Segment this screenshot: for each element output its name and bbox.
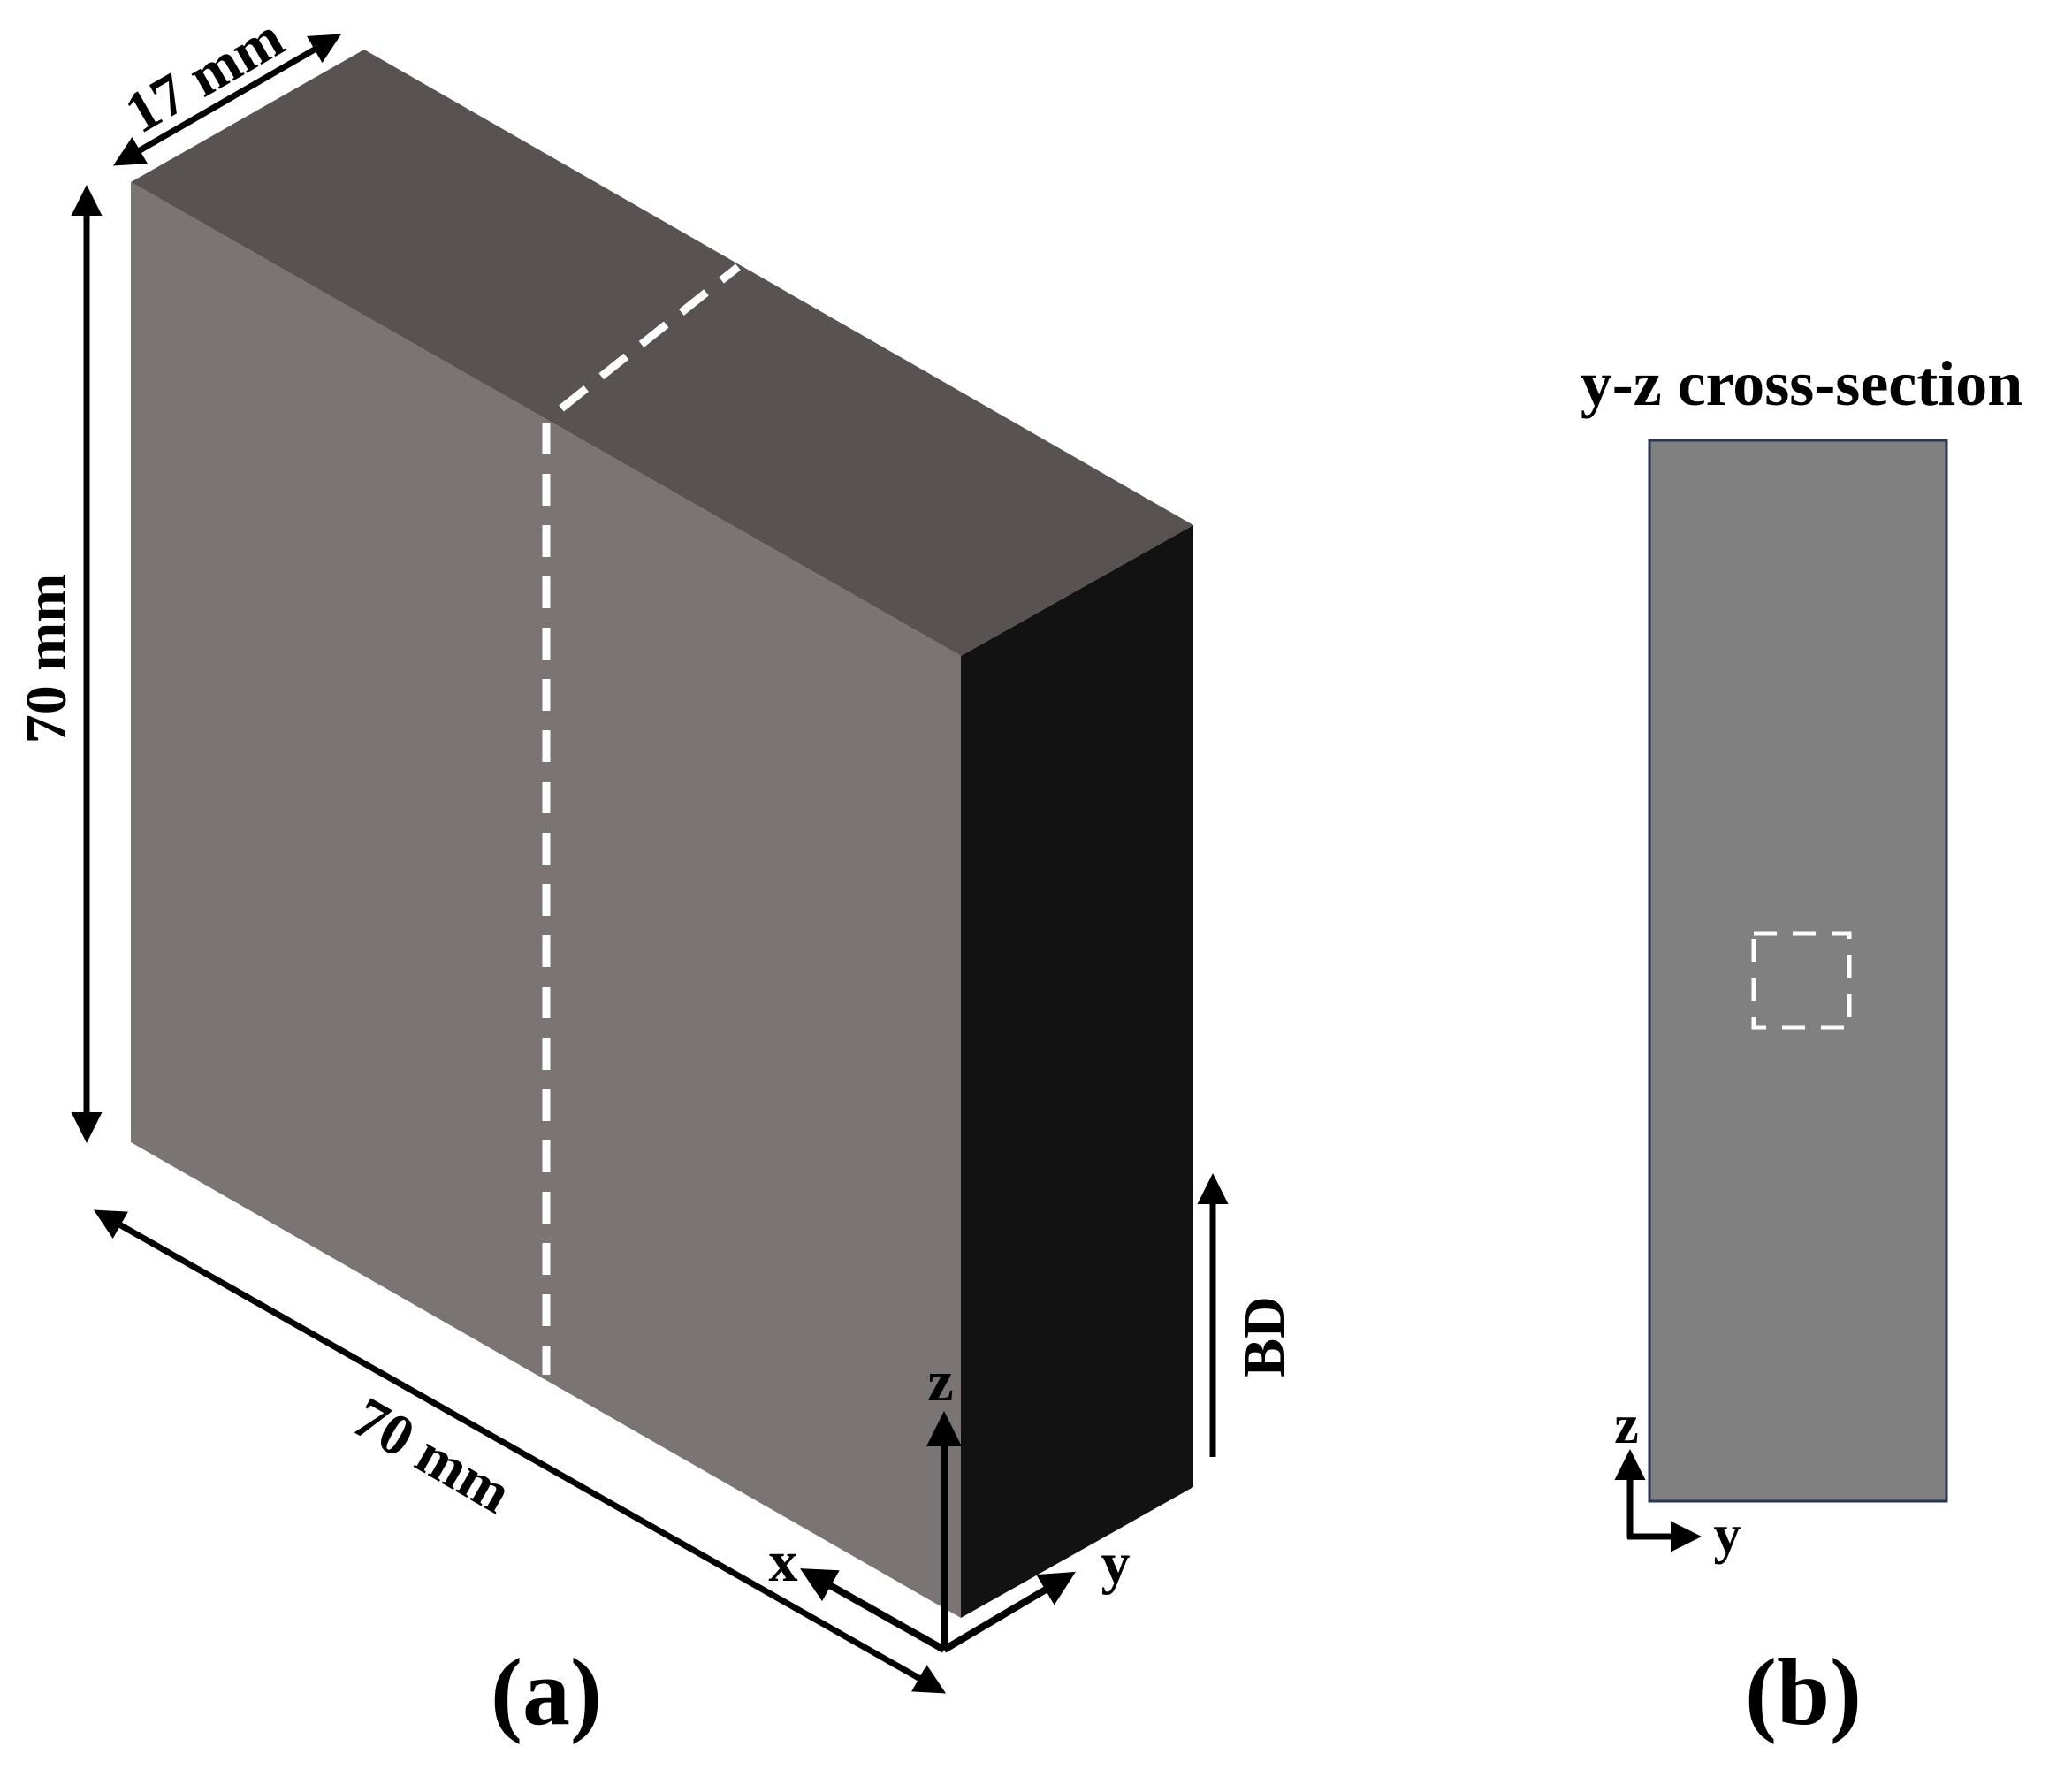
- cs-axis-z-label: z: [1614, 1395, 1639, 1455]
- length-dimension-arrow: [93, 1209, 947, 1694]
- axis-y-arrow: [941, 1571, 1076, 1653]
- panel-b: y-z cross-section z y (b): [1581, 348, 2023, 1745]
- block-top-face: [131, 50, 1193, 656]
- cs-axis-y-label: y: [1714, 1505, 1741, 1565]
- axis-z-label: z: [927, 1349, 953, 1414]
- axis-x-label: x: [769, 1529, 798, 1594]
- section-line-top: [559, 263, 741, 412]
- thickness-dimension-arrow: [112, 34, 342, 166]
- sample-location-box: [1751, 931, 1852, 1030]
- axis-x-arrow: [800, 1568, 946, 1653]
- panel-a-caption: (a): [491, 1640, 602, 1745]
- block-side-face: [961, 525, 1193, 1618]
- length-label: 70 mm: [342, 1385, 522, 1526]
- panel-a: 17 mm 70 mm 70 mm BD z x y (a): [14, 5, 1297, 1745]
- cross-section-rect: [1648, 439, 1948, 1503]
- panel-b-caption: (b): [1745, 1640, 1862, 1745]
- cross-section-title: y-z cross-section: [1581, 348, 2023, 419]
- build-direction-label: BD: [1232, 1296, 1297, 1377]
- height-label: 70 mm: [14, 574, 79, 744]
- axis-y-label: y: [1101, 1531, 1131, 1596]
